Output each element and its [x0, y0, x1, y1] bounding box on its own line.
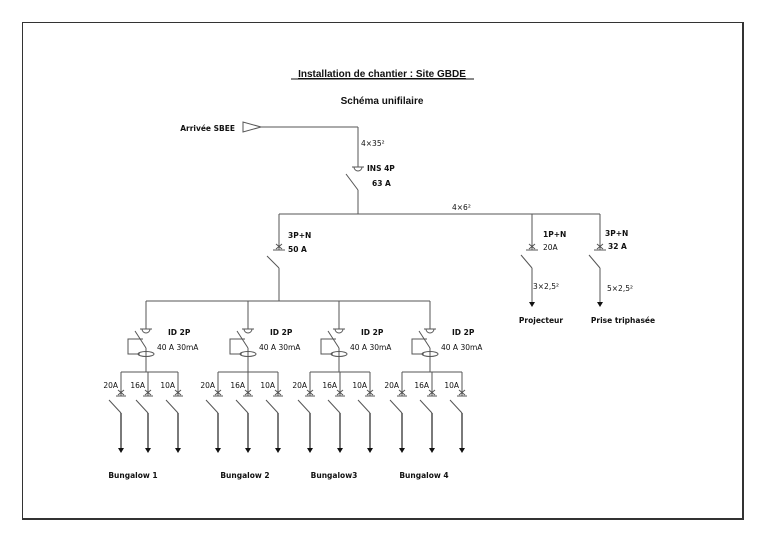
page-frame — [22, 22, 744, 520]
circuit-breaker-symbol — [389, 372, 407, 453]
circuit-breaker-symbol — [265, 372, 283, 453]
source-cable-label: 4×35² — [361, 139, 385, 148]
bungalow-label: Bungalow 2 — [220, 471, 269, 480]
circuit-rating: 16A — [322, 381, 338, 390]
circuit-breaker-symbol — [135, 372, 153, 453]
main-bus-cable-label: 4×6² — [452, 203, 471, 212]
circuit-breaker-symbol — [297, 372, 315, 453]
outlet-arrow-icon — [275, 448, 281, 453]
prise-label: Prise triphasée — [591, 316, 655, 325]
outlet-arrow-icon — [145, 448, 151, 453]
prise-cable-label: 5×2,5² — [607, 284, 633, 293]
circuit-breaker-symbol — [327, 372, 345, 453]
outlet-arrow-icon — [337, 448, 343, 453]
bungalow-label: Bungalow 1 — [108, 471, 157, 480]
rcd-symbol — [411, 301, 439, 372]
outlet-arrow-icon — [367, 448, 373, 453]
bungalow-label: Bungalow 4 — [399, 471, 448, 480]
prise-breaker-type: 3P+N — [605, 229, 628, 238]
rcd-symbol — [229, 301, 257, 372]
circuit-rating: 20A — [103, 381, 119, 390]
main-switch-symbol — [345, 166, 364, 214]
circuit-breaker-symbol — [357, 372, 375, 453]
circuit-breaker-symbol — [165, 372, 183, 453]
projecteur-breaker-type: 1P+N — [543, 230, 566, 239]
circuit-rating: 16A — [130, 381, 146, 390]
rcd-symbol — [320, 301, 348, 372]
rcd-rating: 40 A 30mA — [441, 343, 483, 352]
rcd-rating: 40 A 30mA — [157, 343, 199, 352]
source-arrow-icon — [242, 121, 263, 133]
outlet-arrow-icon — [245, 448, 251, 453]
circuit-rating: 10A — [260, 381, 276, 390]
circuit-breaker-symbol — [235, 372, 253, 453]
bungalow-label: Bungalow3 — [311, 471, 358, 480]
bungalow-group: ID 2P 40 A 30mA 20A 16A 10A Bungalow3 — [292, 301, 392, 480]
circuit-rating: 20A — [384, 381, 400, 390]
prise-breaker-symbol — [588, 214, 606, 307]
rcd-type: ID 2P — [361, 328, 384, 337]
diagram-title: Installation de chantier : Site GBDE — [298, 69, 466, 80]
outlet-arrow-icon — [459, 448, 465, 453]
bungalow-feeder-breaker-symbol — [266, 214, 285, 301]
outlet-arrow-icon — [399, 448, 405, 453]
rcd-rating: 40 A 30mA — [259, 343, 301, 352]
circuit-breaker-symbol — [419, 372, 437, 453]
projecteur-breaker-rating: 20A — [543, 243, 559, 252]
source-label: Arrivée SBEE — [180, 124, 235, 133]
bungalow-groups: ID 2P 40 A 30mA 20A 16A 10A Bungalow 1 ID 2P 40… — [103, 301, 483, 480]
circuit-breaker-symbol — [449, 372, 467, 453]
bungalow-feeder-rating: 50 A — [288, 245, 307, 254]
outlet-arrow-icon — [429, 448, 435, 453]
bungalow-group: ID 2P 40 A 30mA 20A 16A 10A Bungalow 1 — [103, 301, 199, 480]
rcd-type: ID 2P — [452, 328, 475, 337]
circuit-rating: 20A — [200, 381, 216, 390]
rcd-symbol — [127, 301, 155, 372]
main-switch-rating: 63 A — [372, 179, 391, 188]
bungalow-group: ID 2P 40 A 30mA 20A 16A 10A Bungalow 4 — [384, 301, 483, 480]
diagram-subtitle: Schéma unifilaire — [341, 96, 424, 107]
circuit-breaker-symbol — [205, 372, 223, 453]
projecteur-breaker-symbol — [520, 214, 538, 307]
circuit-rating: 10A — [352, 381, 368, 390]
projecteur-label: Projecteur — [519, 316, 563, 325]
projecteur-cable-label: 3×2,5² — [533, 282, 559, 291]
circuit-rating: 10A — [160, 381, 176, 390]
circuit-rating: 16A — [414, 381, 430, 390]
bungalow-group: ID 2P 40 A 30mA 20A 16A 10A Bungalow 2 — [200, 301, 301, 480]
rcd-type: ID 2P — [270, 328, 293, 337]
circuit-rating: 20A — [292, 381, 308, 390]
rcd-type: ID 2P — [168, 328, 191, 337]
circuit-breaker-symbol — [108, 372, 126, 453]
bungalow-feeder-type: 3P+N — [288, 231, 311, 240]
circuit-rating: 10A — [444, 381, 460, 390]
outlet-arrow-icon — [175, 448, 181, 453]
outlet-arrow-icon — [215, 448, 221, 453]
outlet-arrow-icon — [118, 448, 124, 453]
circuit-rating: 16A — [230, 381, 246, 390]
main-switch-type: INS 4P — [367, 164, 395, 173]
outlet-arrow-icon — [307, 448, 313, 453]
prise-breaker-rating: 32 A — [608, 242, 627, 251]
rcd-rating: 40 A 30mA — [350, 343, 392, 352]
